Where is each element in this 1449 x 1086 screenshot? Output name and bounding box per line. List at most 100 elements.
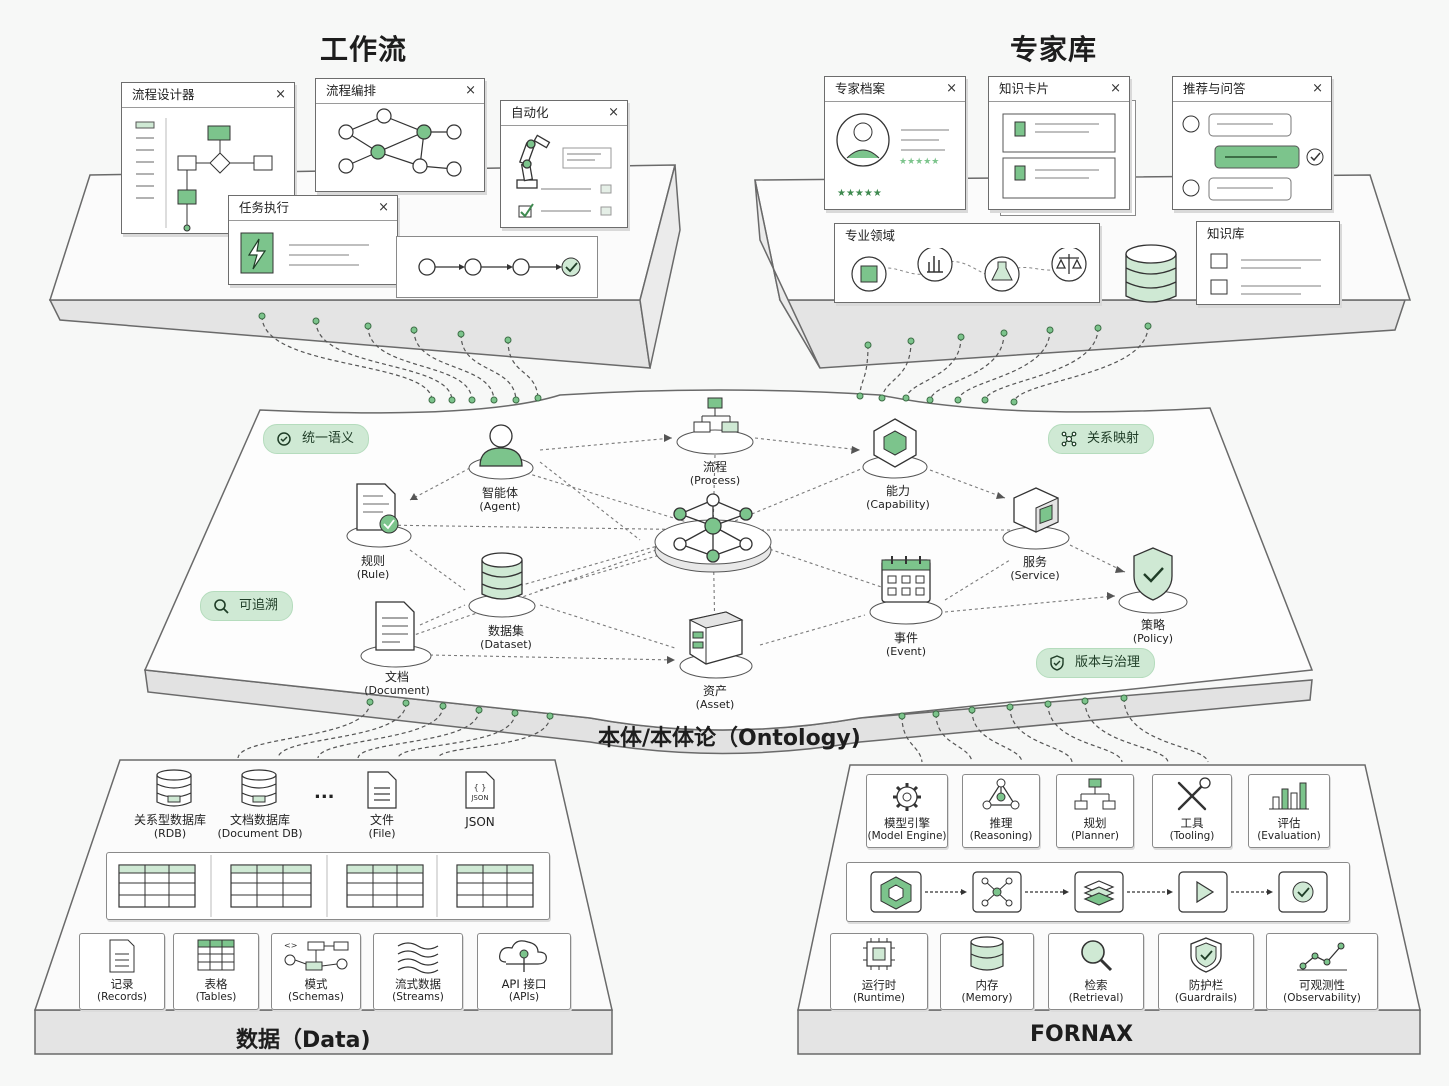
file-icon — [366, 770, 398, 810]
document-db-icon — [240, 768, 278, 810]
service-label: 服务(Service) — [1010, 555, 1060, 582]
domain-icons — [851, 246, 1087, 292]
chat-bubbles-icon — [1182, 113, 1324, 201]
guardrails-tile: 防护栏(Guardrails) — [1158, 933, 1254, 1010]
gear-icon — [893, 783, 921, 811]
svg-text:<>: <> — [284, 941, 297, 950]
policy-label: 策略(Policy) — [1132, 618, 1174, 645]
process-orchestration-window[interactable]: 流程编排 × — [315, 78, 485, 192]
svg-text:{ }: { } — [474, 783, 487, 792]
robot-arm-icon — [516, 134, 612, 218]
version-governance-pill: 版本与治理 — [1036, 648, 1156, 678]
task-execution-window[interactable]: 任务执行× — [228, 195, 398, 285]
close-icon[interactable]: × — [1312, 81, 1323, 96]
streams-tile: 流式数据(Streams) — [373, 933, 463, 1010]
window-title: 推荐与问答 — [1183, 81, 1246, 96]
knowledge-cards-window[interactable]: 知识卡片× — [988, 76, 1130, 210]
pill-label: 统一语义 — [302, 431, 355, 446]
close-icon[interactable]: × — [608, 105, 619, 120]
file-label: 文件(File) — [368, 813, 396, 840]
network-icon — [1061, 431, 1077, 447]
records-tile: 记录(Records) — [79, 933, 165, 1010]
fornax-pipeline — [846, 862, 1350, 922]
execution-pipeline — [396, 236, 598, 298]
schema-icon: <> — [284, 941, 349, 971]
rdb-label: 关系型数据库(RDB) — [133, 813, 206, 840]
workflow-title: 工作流 — [320, 33, 408, 66]
bar-chart-icon — [1269, 782, 1309, 810]
wave-icon — [397, 942, 439, 974]
close-icon[interactable]: × — [275, 87, 286, 102]
agent-icon — [466, 418, 536, 482]
dataset-label: 数据集(Dataset) — [480, 624, 532, 651]
asset-server-icon — [676, 606, 756, 682]
shield-icon — [1190, 937, 1222, 973]
pill-label: 关系映射 — [1087, 431, 1140, 446]
reasoning-tile: 推理(Reasoning) — [962, 774, 1040, 848]
database-icon — [1122, 240, 1180, 310]
flowchart-icon — [135, 118, 273, 232]
magnifier-icon — [1081, 940, 1113, 972]
cloud-api-icon — [499, 940, 547, 972]
ontology-title: 本体/本体论（Ontology) — [598, 726, 861, 751]
runtime-tile: 运行时(Runtime) — [830, 933, 928, 1010]
unified-semantics-pill: 统一语义 — [263, 424, 370, 454]
checklist-icon — [1210, 253, 1321, 295]
pill-label: 可追溯 — [239, 598, 279, 613]
traceable-pill: 可追溯 — [200, 591, 294, 621]
window-title: 知识库 — [1207, 226, 1245, 241]
automation-window[interactable]: 自动化× — [500, 100, 628, 228]
agent-label: 智能体(Agent) — [479, 486, 521, 513]
close-icon[interactable]: × — [465, 83, 476, 98]
memory-database-icon — [970, 936, 1004, 971]
process-icon — [674, 394, 756, 458]
rule-document-icon — [343, 480, 413, 550]
experts-title: 专家库 — [1010, 33, 1098, 66]
ontology-hub-icon — [650, 490, 776, 580]
window-title: 流程设计器 — [132, 87, 195, 102]
tools-icon — [1177, 777, 1211, 811]
data-connector-dots — [366, 698, 554, 720]
dataset-icon — [466, 550, 538, 620]
knowledge-base-window[interactable]: 知识库 — [1196, 221, 1340, 305]
rdb-database-icon — [155, 768, 193, 810]
refresh-icon — [277, 432, 291, 446]
memory-tile: 内存(Memory) — [940, 933, 1034, 1010]
document-icon — [358, 598, 434, 670]
observability-tile: 可观测性(Observability) — [1266, 933, 1378, 1010]
document-db-label: 文档数据库(Document DB) — [217, 813, 303, 840]
line-chart-icon — [1297, 942, 1347, 971]
records-icon — [109, 939, 135, 973]
close-icon[interactable]: × — [1110, 81, 1121, 96]
process-designer-window[interactable]: 流程设计器 × — [121, 82, 295, 234]
close-icon[interactable]: × — [946, 81, 957, 96]
window-title: 专家档案 — [835, 81, 886, 96]
window-title: 专业领域 — [845, 228, 896, 243]
ontology-relation-arrows — [410, 434, 1125, 664]
workflow-connectors — [261, 315, 539, 401]
expertise-domains-window[interactable]: 专业领域 — [834, 223, 1100, 303]
window-title: 流程编排 — [326, 83, 377, 98]
lightning-icon — [240, 232, 369, 274]
network-graph-icon — [338, 108, 462, 177]
relation-mapping-pill: 关系映射 — [1048, 424, 1155, 454]
svg-text:★★★★★: ★★★★★ — [837, 188, 882, 199]
data-connectors — [237, 701, 551, 759]
rule-label: 规则(Rule) — [356, 554, 390, 581]
json-file-icon: { }JSON — [464, 770, 496, 810]
hierarchy-icon — [1074, 778, 1116, 810]
fornax-title: FORNAX — [1030, 1022, 1134, 1047]
expert-profile-window[interactable]: 专家档案× ★★★★★ ★★★★★ — [824, 76, 966, 210]
recommend-qa-window[interactable]: 推荐与问答 × — [1172, 76, 1332, 210]
fornax-connector-dots — [898, 694, 1128, 720]
apis-tile: API 接口(APIs) — [477, 933, 571, 1010]
knowledge-card-icon — [1002, 113, 1116, 199]
tables-tile: 表格(Tables) — [173, 933, 259, 1010]
experts-connector-dots — [856, 322, 1152, 406]
schemas-tile: <> 模式(Schemas) — [271, 933, 361, 1010]
tables-strip — [106, 852, 550, 920]
close-icon[interactable]: × — [378, 200, 389, 215]
table-icon — [197, 939, 235, 971]
document-label: 文档(Document) — [364, 670, 430, 697]
process-label: 流程(Process) — [689, 460, 741, 487]
